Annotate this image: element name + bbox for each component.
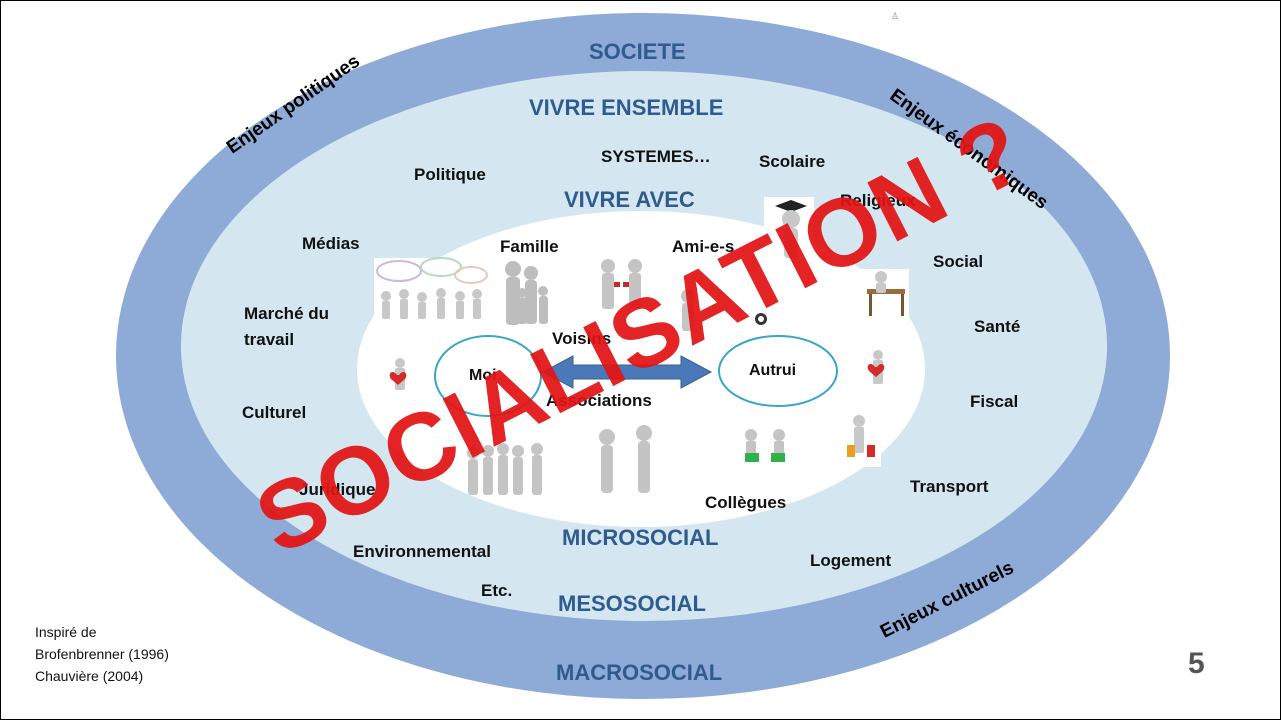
- label-logement: Logement: [810, 551, 892, 570]
- credit-line-2: Brofenbrenner (1996): [35, 646, 169, 662]
- speech-bubbles-crowd-figure: [374, 257, 490, 326]
- label-politique: Politique: [414, 165, 486, 184]
- high-five-figure: [599, 425, 652, 493]
- graduate-figure: [764, 197, 814, 265]
- label-social: Social: [933, 252, 984, 271]
- label-etc: Etc.: [481, 581, 513, 600]
- level-vivre-ensemble: VIVRE ENSEMBLE: [529, 95, 724, 120]
- moi-oval: [434, 335, 542, 417]
- label-scolaire: Scolaire: [759, 152, 826, 171]
- page-number: 5: [1188, 647, 1205, 680]
- level-microsocial: MICROSOCIAL: [562, 525, 719, 550]
- label-sante: Santé: [974, 317, 1021, 336]
- moi-label: Moi: [469, 367, 497, 384]
- level-societe: SOCIETE: [589, 39, 686, 64]
- label-associations: Associations: [546, 391, 652, 410]
- desk-worker-figure: [861, 269, 909, 325]
- credit-line-1: Inspiré de: [35, 624, 97, 640]
- label-voisins: Voisins: [552, 329, 612, 348]
- label-fiscal: Fiscal: [970, 392, 1019, 411]
- autrui-oval: [718, 335, 838, 407]
- football-friends-figure: [681, 289, 767, 331]
- label-religieux: Religieux: [840, 191, 916, 210]
- level-macrosocial: MACROSOCIAL: [556, 660, 723, 685]
- source-credit: Inspiré de Brofenbrenner (1996) Chauvièr…: [35, 621, 169, 687]
- autrui-label: Autrui: [749, 362, 797, 379]
- heart-left-figure: [388, 353, 414, 405]
- credit-line-3: Chauvière (2004): [35, 668, 144, 684]
- shopping-figure: [841, 409, 881, 467]
- label-medias: Médias: [302, 234, 360, 253]
- label-amis: Ami-e-s: [672, 237, 735, 256]
- small-figure-mark: ♙: [891, 11, 900, 21]
- family-figure: [505, 261, 548, 325]
- heart-right-figure: [863, 345, 891, 399]
- label-marche-du-travail-line1: Marché du: [244, 304, 330, 323]
- group-pointing-figure: [467, 443, 543, 495]
- colleagues-handshake-figure: [745, 429, 785, 462]
- handshake-figure: [601, 259, 642, 309]
- label-transport: Transport: [910, 477, 989, 496]
- exchange-arrow: [541, 355, 713, 389]
- label-famille: Famille: [500, 237, 559, 256]
- label-systemes: SYSTEMES…: [601, 147, 711, 166]
- label-culturel: Culturel: [242, 403, 307, 422]
- level-mesosocial: MESOSOCIAL: [558, 591, 706, 616]
- level-vivre-avec: VIVRE AVEC: [564, 187, 695, 212]
- label-marche-du-travail-line2: travail: [244, 330, 295, 349]
- label-collegues: Collègues: [705, 493, 787, 512]
- label-environnemental: Environnemental: [353, 542, 491, 561]
- label-juridique: Juridique: [299, 480, 376, 499]
